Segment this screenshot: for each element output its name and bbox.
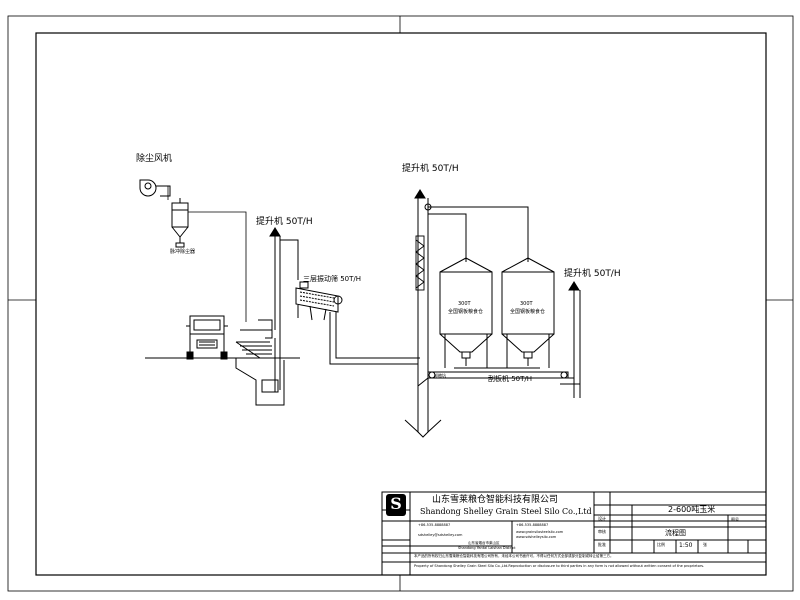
outer-sheet-border	[7, 15, 794, 592]
dust-collector-label: 脉冲除尘器	[170, 249, 196, 255]
truck-pit-label: 卸粮坑	[434, 373, 446, 378]
scale-value: 1:50	[679, 542, 693, 549]
silo-left-name: 全国钢板粮食仓	[448, 309, 484, 315]
silo-right-name: 全国钢板粮食仓	[510, 309, 546, 315]
silo-right	[501, 257, 555, 368]
scale-label: 比例	[657, 542, 665, 547]
design-label: 设计	[598, 516, 606, 521]
sheet-no-label: 图号	[731, 517, 739, 522]
elevator-center-label: 提升机 50T/H	[402, 164, 459, 174]
address-cn: 山东省烟台市莱山区	[468, 541, 500, 545]
screen-label: 三层振动筛 50T/H	[303, 275, 362, 283]
elevator-casing-detail	[415, 235, 425, 291]
website-2: www.sdshelleysilo.com	[516, 535, 557, 539]
company-name-cn: 山东雪莱粮仓智能科技有限公司	[432, 495, 559, 505]
pulse-dust-collector	[171, 198, 189, 248]
silo-left	[439, 257, 493, 368]
logo-letter: S	[390, 494, 402, 513]
elevator-center	[404, 189, 442, 438]
scraper-conveyor	[417, 367, 569, 387]
distribution-pipes	[427, 206, 529, 262]
dust-fan-label: 除尘风机	[136, 154, 173, 164]
project-title: 2-600吨玉米	[668, 505, 716, 514]
vibrating-screen	[295, 281, 343, 321]
sheet-label: 张	[703, 542, 707, 547]
silo-left-capacity: 300T	[458, 301, 471, 307]
copyright-cn: 本产品的所有权归山东雪莱粮仓智能科技有限公司所有，未经本公司书面许可，不得以任何…	[414, 554, 614, 558]
phone-1: +86-535-8888887	[418, 523, 451, 527]
dust-duct	[167, 186, 247, 322]
dust-fan	[139, 179, 171, 197]
copyright-en: Property of Shandong Shelley Grain Steel…	[414, 564, 705, 568]
address-en: Shandong Yantai Laishan District	[458, 546, 516, 550]
silo-right-capacity: 300T	[520, 301, 533, 307]
website-1: www.grainsilosteelsilo.com	[516, 530, 564, 534]
truck	[186, 315, 228, 360]
email: sdshelley@sdshelley.com	[418, 533, 463, 537]
intake-pit	[235, 319, 285, 406]
connecting-chute	[280, 239, 420, 365]
approve-label: 批准	[598, 542, 606, 547]
drawing-name: 流程图	[665, 529, 686, 537]
elevator-left-label: 提升机 50T/H	[256, 217, 313, 227]
check-label: 审核	[598, 529, 606, 534]
company-logo: S	[386, 494, 406, 516]
conveyor-label: 刮板机 50T/H	[488, 375, 533, 383]
phone-2: +86-535-8888887	[516, 523, 549, 527]
elevator-right	[560, 281, 581, 398]
centering-marks	[8, 16, 793, 591]
elevator-left	[269, 227, 281, 392]
company-name-en: Shandong Shelley Grain Steel Silo Co.,Lt…	[420, 507, 592, 516]
elevator-right-label: 提升机 50T/H	[564, 269, 621, 279]
